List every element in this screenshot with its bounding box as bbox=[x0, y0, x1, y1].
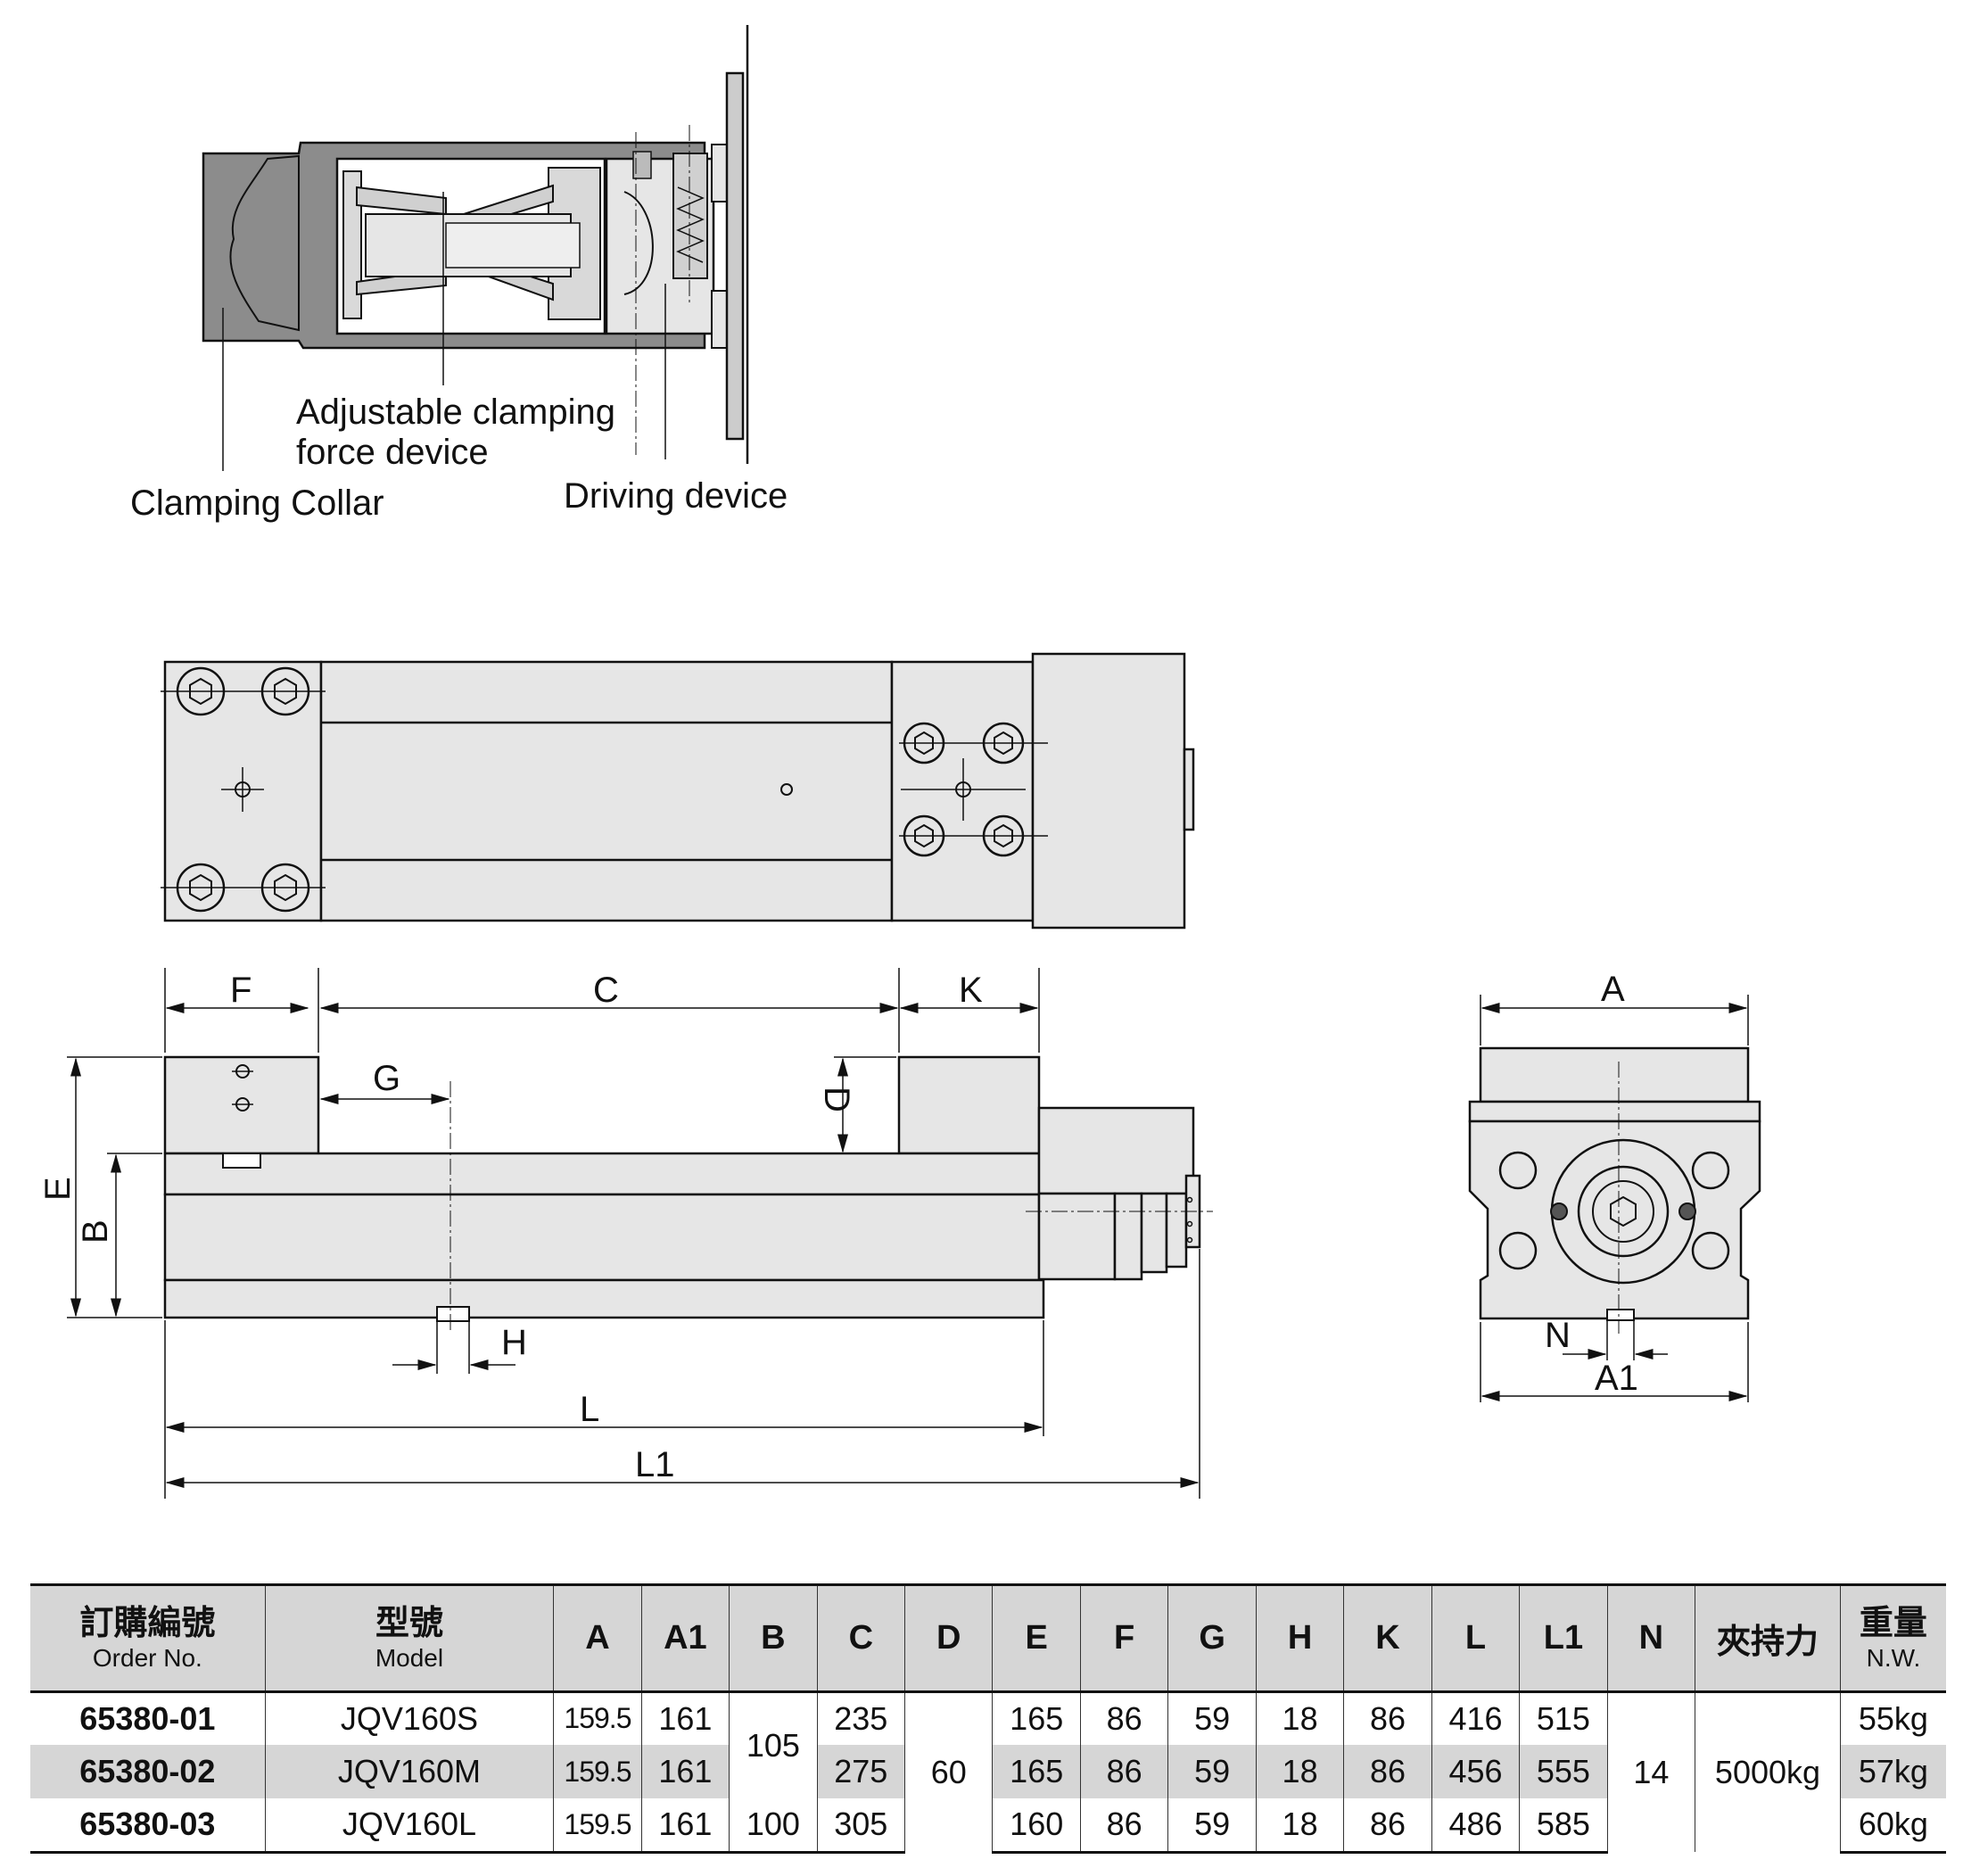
mounting-plate bbox=[725, 71, 745, 441]
header-H: H bbox=[1255, 1586, 1345, 1693]
cell-L: 456 bbox=[1431, 1745, 1521, 1798]
cell-model: JQV160M bbox=[264, 1745, 555, 1798]
cell-B-merged: 105 bbox=[729, 1691, 818, 1798]
top-view bbox=[161, 652, 1195, 930]
cell-weight: 60kg bbox=[1839, 1798, 1946, 1854]
header-C: C bbox=[816, 1586, 906, 1693]
cell-G: 59 bbox=[1167, 1798, 1257, 1854]
disc-springs bbox=[356, 184, 581, 302]
table-row: 65380-02 JQV160M 159.5 161 275 165 86 59… bbox=[30, 1745, 1946, 1798]
cell-L: 416 bbox=[1431, 1691, 1521, 1745]
bolt-heads-left bbox=[161, 666, 326, 913]
cell-A1: 161 bbox=[640, 1798, 730, 1854]
header-D: D bbox=[904, 1586, 994, 1693]
adjustable-label-line1: Adjustable clamping bbox=[296, 393, 615, 432]
cell-F: 86 bbox=[1079, 1798, 1169, 1854]
cell-order: 65380-01 bbox=[30, 1691, 266, 1745]
cell-K: 86 bbox=[1343, 1691, 1432, 1745]
table-row: 65380-01 JQV160S 159.5 161 105 235 60 16… bbox=[30, 1691, 1946, 1852]
cell-A1: 161 bbox=[640, 1691, 730, 1745]
cell-weight: 57kg bbox=[1839, 1745, 1946, 1798]
cell-weight: 55kg bbox=[1839, 1691, 1946, 1745]
cell-H: 18 bbox=[1255, 1798, 1345, 1854]
dim-N-label: N bbox=[1545, 1316, 1571, 1355]
header-F: F bbox=[1079, 1586, 1169, 1693]
cell-order: 65380-03 bbox=[30, 1798, 266, 1854]
header-clamping-force: 夾持力 bbox=[1695, 1586, 1841, 1693]
cell-E: 165 bbox=[992, 1745, 1081, 1798]
dim-A-label: A bbox=[1601, 970, 1625, 1009]
cell-A: 159.5 bbox=[553, 1798, 642, 1854]
cell-L: 486 bbox=[1431, 1798, 1521, 1854]
cell-N-merged: 14 bbox=[1606, 1691, 1696, 1852]
header-A1: A1 bbox=[640, 1586, 730, 1693]
technical-drawing: Adjustable clamping force device Clampin… bbox=[38, 25, 1761, 1499]
dim-B-label: B bbox=[76, 1219, 115, 1244]
header-E: E bbox=[992, 1586, 1081, 1693]
cell-C: 235 bbox=[816, 1691, 906, 1745]
cell-model: JQV160L bbox=[264, 1798, 555, 1854]
cell-G: 59 bbox=[1167, 1745, 1257, 1798]
header-K: K bbox=[1343, 1586, 1432, 1693]
cell-L1: 585 bbox=[1519, 1798, 1608, 1854]
cell-C: 275 bbox=[816, 1745, 906, 1798]
dimension-lines: F C K G D E B H L L1 bbox=[38, 968, 1200, 1499]
cell-K: 86 bbox=[1343, 1745, 1432, 1798]
clamping-collar-label: Clamping Collar bbox=[130, 483, 384, 523]
cell-L1: 555 bbox=[1519, 1745, 1608, 1798]
cell-D-merged: 60 bbox=[904, 1691, 994, 1852]
cell-E: 165 bbox=[992, 1691, 1081, 1745]
header-L: L bbox=[1431, 1586, 1521, 1693]
header-G: G bbox=[1167, 1586, 1257, 1693]
header-A: A bbox=[553, 1586, 642, 1693]
header-N: N bbox=[1606, 1586, 1696, 1693]
cell-force-merged: 5000kg bbox=[1695, 1691, 1841, 1852]
dim-D-label: D bbox=[817, 1087, 856, 1112]
dim-L-label: L bbox=[580, 1390, 599, 1429]
cell-A: 159.5 bbox=[553, 1745, 642, 1798]
cell-F: 86 bbox=[1079, 1691, 1169, 1745]
cell-L1: 515 bbox=[1519, 1691, 1608, 1745]
dim-C-label: C bbox=[593, 971, 619, 1010]
dim-K-label: K bbox=[959, 971, 983, 1010]
cell-K: 86 bbox=[1343, 1798, 1432, 1854]
driving-device-label: Driving device bbox=[564, 476, 788, 516]
cell-G: 59 bbox=[1167, 1691, 1257, 1745]
cell-F: 86 bbox=[1079, 1745, 1169, 1798]
adjustable-label-line2: force device bbox=[296, 433, 489, 472]
dim-H-label: H bbox=[501, 1323, 527, 1362]
dim-A1-label: A1 bbox=[1595, 1359, 1638, 1398]
bolt-heads-right bbox=[899, 722, 1048, 857]
cell-order: 65380-02 bbox=[30, 1745, 266, 1798]
cell-H: 18 bbox=[1255, 1691, 1345, 1745]
table-row: 65380-03 JQV160L 159.5 161 100 305 160 8… bbox=[30, 1798, 1946, 1854]
dim-L1-label: L1 bbox=[635, 1445, 675, 1484]
cell-A1: 161 bbox=[640, 1745, 730, 1798]
cell-E: 160 bbox=[992, 1798, 1081, 1854]
cell-A: 159.5 bbox=[553, 1691, 642, 1745]
table-top-rule bbox=[30, 1583, 1946, 1586]
cell-model: JQV160S bbox=[264, 1691, 555, 1745]
dim-F-label: F bbox=[230, 971, 252, 1010]
side-view bbox=[163, 1055, 1213, 1334]
dim-E-label: E bbox=[38, 1177, 78, 1201]
dim-G-label: G bbox=[373, 1059, 400, 1098]
cross-section-view: Adjustable clamping force device Clampin… bbox=[130, 25, 788, 523]
header-L1: L1 bbox=[1519, 1586, 1608, 1693]
header-B: B bbox=[729, 1586, 818, 1693]
driving-device-shape bbox=[605, 144, 744, 349]
cell-H: 18 bbox=[1255, 1745, 1345, 1798]
cell-B: 100 bbox=[729, 1798, 818, 1854]
front-view: A N A1 bbox=[1468, 970, 1761, 1402]
cell-C: 305 bbox=[816, 1798, 906, 1854]
